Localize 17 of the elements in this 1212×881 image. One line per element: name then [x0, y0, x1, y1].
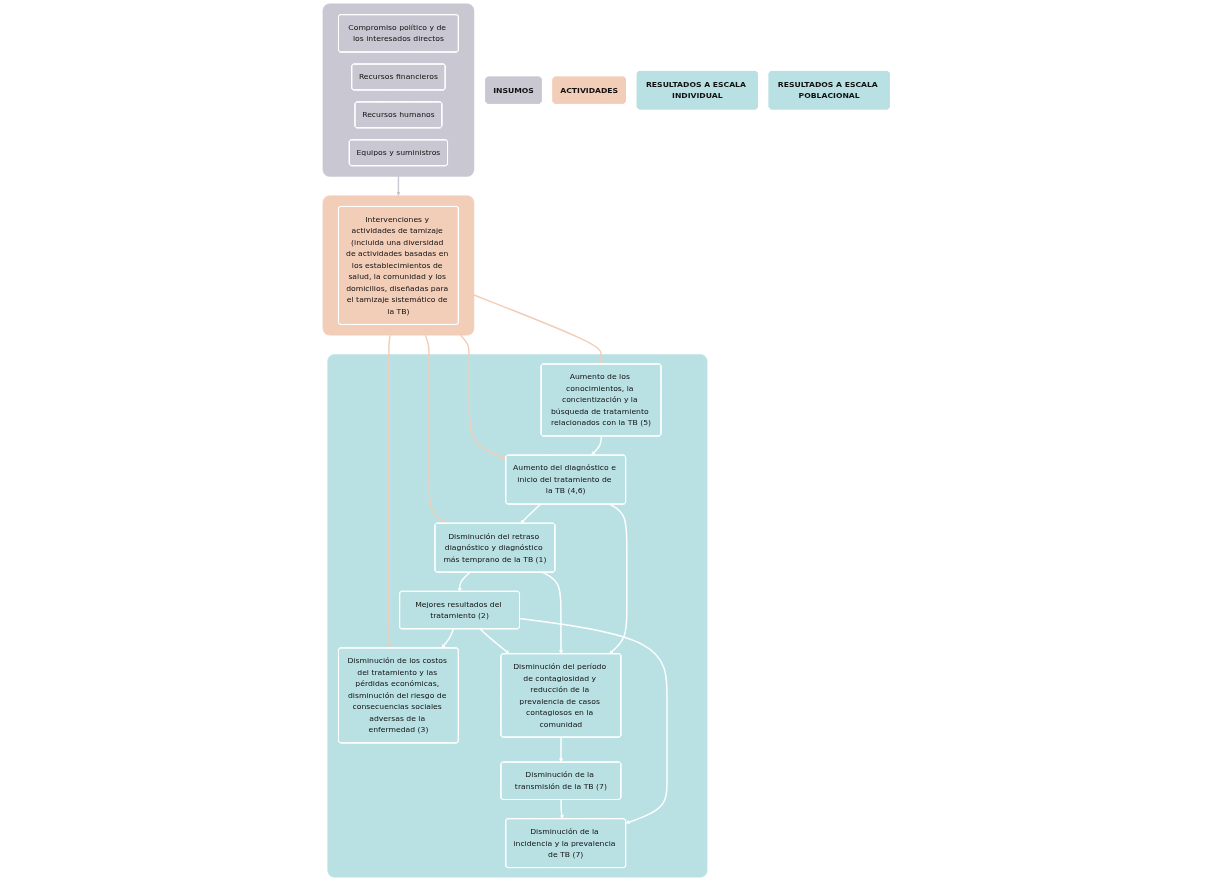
arrow [520, 503, 542, 524]
arrow [609, 503, 628, 655]
arrow [424, 334, 448, 524]
arrow [591, 435, 602, 456]
cluster [327, 354, 708, 878]
arrow [558, 736, 564, 763]
arrow [459, 334, 506, 460]
arrow [473, 294, 604, 365]
arrow [479, 628, 510, 655]
cluster [322, 195, 475, 336]
arrow [441, 628, 455, 649]
arrow [519, 617, 668, 824]
arrow [387, 334, 392, 649]
cluster [322, 3, 475, 177]
arrow [541, 571, 564, 655]
arrow [457, 571, 471, 592]
arrow [559, 799, 564, 820]
